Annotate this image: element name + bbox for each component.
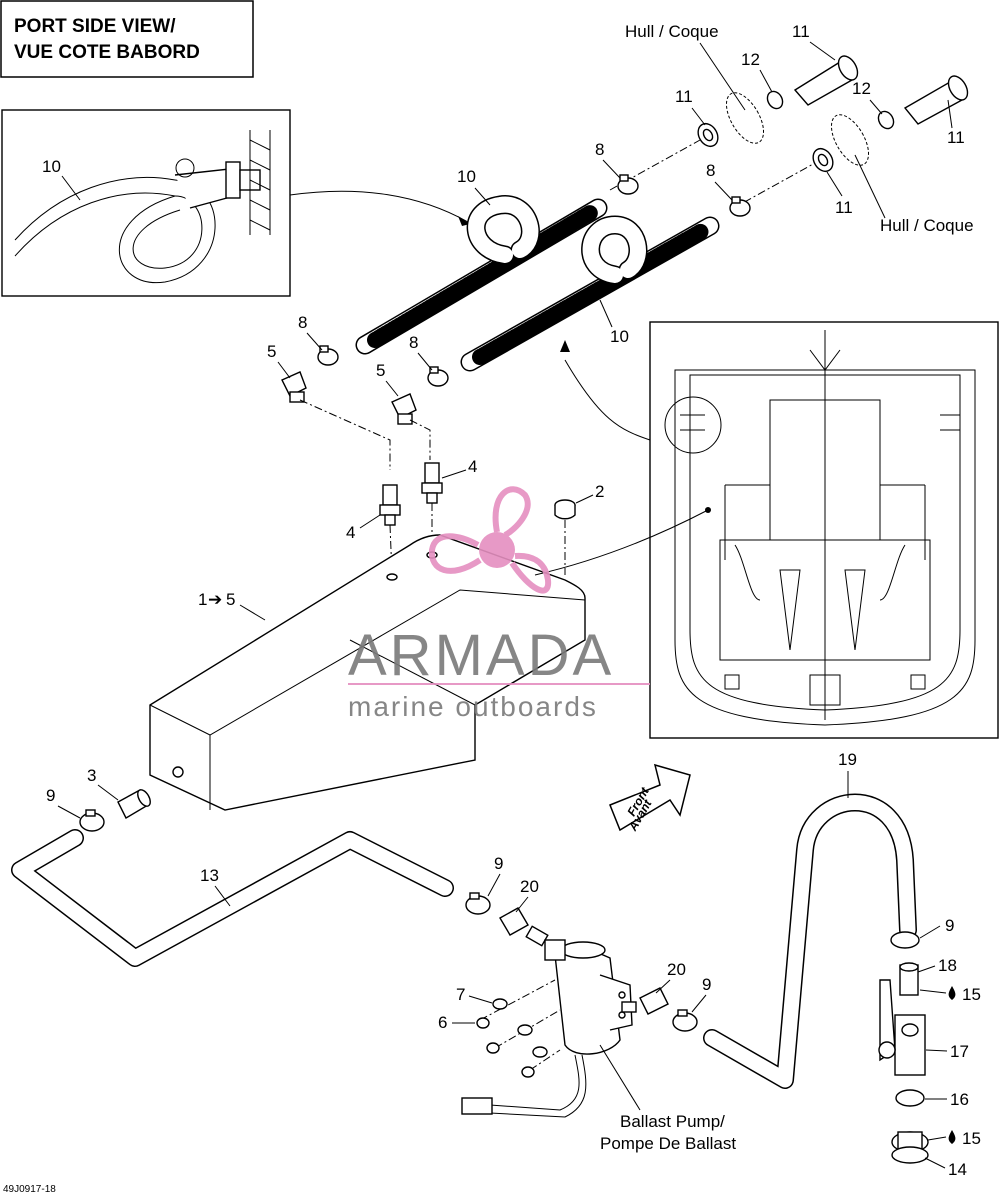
title-line-1: PORT SIDE VIEW/	[14, 16, 176, 37]
callout-19: 19	[838, 750, 857, 769]
fitting-18	[899, 962, 919, 996]
callout-3: 3	[87, 766, 96, 785]
ballast-tank	[149, 534, 586, 811]
callout-8-c: 8	[298, 313, 307, 332]
fitting-20-right	[621, 987, 669, 1015]
clamp-9-right	[672, 1009, 698, 1032]
callout-10-b: 10	[457, 167, 476, 186]
hull-label-top: Hull / Coque	[625, 22, 719, 41]
elbow-5-right	[391, 393, 417, 425]
callout-9-a: 9	[46, 786, 55, 805]
fitting-4-right	[421, 462, 443, 504]
callout-7: 7	[456, 985, 465, 1004]
callout-4-b: 4	[468, 457, 477, 476]
callouts: Hull / Coque Hull / Coque 11 12 11 12 11…	[3, 22, 981, 1195]
callout-16: 16	[950, 1090, 969, 1109]
fitting-4-left	[379, 484, 401, 526]
hose-13	[11, 829, 454, 967]
clamp-9-valve	[890, 931, 920, 949]
clamp-9-left	[79, 809, 105, 832]
ballast-pump-label-2: Pompe De Ballast	[600, 1134, 736, 1153]
nuts-and-washers	[476, 979, 561, 1078]
ballast-pump-label-1: Ballast Pump/	[620, 1112, 725, 1131]
callout-4-a: 4	[346, 523, 355, 542]
armada-watermark: ARMADA marine outboards	[348, 486, 650, 722]
ballast-pump	[461, 939, 633, 1118]
elbow-5-left	[281, 371, 307, 403]
callout-5-b: 5	[376, 361, 385, 380]
hull-fitting-upper	[609, 55, 859, 191]
propeller-logo-icon	[428, 486, 552, 594]
callout-1-arrow: ➔	[208, 590, 222, 609]
callout-11-c: 11	[947, 128, 965, 147]
callout-6: 6	[438, 1013, 447, 1032]
callout-11-b: 11	[675, 87, 693, 106]
callout-20-a: 20	[520, 877, 539, 896]
title-line-2: VUE COTE BABORD	[14, 42, 200, 63]
hull-bottom-view	[534, 321, 999, 739]
callout-2: 2	[595, 482, 604, 501]
callout-8-b: 8	[706, 161, 715, 180]
callout-9-b: 9	[494, 854, 503, 873]
callout-15-b: 15	[962, 1129, 981, 1148]
clamp-8-lower-right	[427, 366, 449, 387]
callout-5-a: 5	[267, 342, 276, 361]
corrugated-hose-left	[355, 195, 608, 355]
callout-1-prefix: 1	[198, 590, 207, 609]
title-box: PORT SIDE VIEW/ VUE COTE BABORD	[0, 0, 254, 78]
callout-14: 14	[948, 1160, 967, 1179]
callout-8-a: 8	[595, 140, 604, 159]
droplet-icon	[948, 986, 956, 1000]
callout-1-suffix: 5	[226, 590, 235, 609]
front-direction-arrow: Front Avant	[609, 763, 691, 834]
callout-10-c: 10	[610, 327, 629, 346]
hose-routing-inset: 10	[1, 109, 291, 297]
droplet-icon	[948, 1130, 956, 1144]
callout-12-a: 12	[741, 50, 760, 69]
clamp-8-upper-left	[617, 174, 639, 195]
corrugated-hose-right	[460, 215, 720, 372]
fitting-3	[117, 789, 151, 819]
figure-code: 49J0917-18	[3, 1184, 56, 1195]
hose-19	[703, 793, 917, 1089]
callout-17: 17	[950, 1042, 969, 1061]
hull-fitting-lower	[729, 75, 969, 211]
callout-18: 18	[938, 956, 957, 975]
callout-8-d: 8	[409, 333, 418, 352]
clamp-8-lower-left	[317, 345, 339, 366]
callout-9-d: 9	[945, 916, 954, 935]
watermark-tagline: marine outboards	[348, 691, 598, 722]
callout-9-c: 9	[702, 975, 711, 994]
hull-label-right: Hull / Coque	[880, 216, 974, 235]
callout-10-inset: 10	[42, 157, 61, 176]
fitting-14	[891, 1131, 929, 1164]
callout-20-b: 20	[667, 960, 686, 979]
cap-2	[554, 499, 576, 575]
inset-pointer-arrow	[289, 190, 469, 223]
callout-12-b: 12	[852, 79, 871, 98]
callout-15-a: 15	[962, 985, 981, 1004]
callout-13: 13	[200, 866, 219, 885]
valve-17	[878, 979, 926, 1076]
fitting-20-left	[499, 907, 549, 947]
callout-11-d: 11	[835, 198, 853, 217]
clamp-9-middle	[465, 892, 491, 915]
watermark-brand: ARMADA	[348, 623, 614, 688]
clamp-8-upper-right	[729, 196, 751, 217]
washer-16	[895, 1089, 925, 1107]
callout-11-a: 11	[792, 22, 810, 41]
